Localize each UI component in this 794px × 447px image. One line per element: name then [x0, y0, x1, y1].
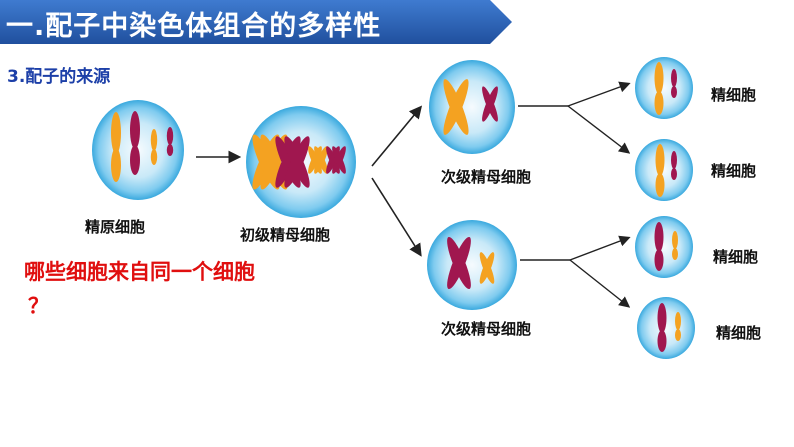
label-sperm-3: 精细胞 — [713, 248, 759, 266]
chromatid-orange-large — [111, 112, 121, 182]
question-mark: ？ — [28, 294, 49, 318]
page-title: 一.配子中染色体组合的多样性 — [6, 11, 382, 42]
bivalent-orange-small — [308, 146, 328, 174]
cell-sperm-2 — [635, 139, 693, 201]
cell-sperm-4 — [637, 297, 695, 359]
chromatid-purple-large — [130, 111, 140, 175]
label-sperm-2: 精细胞 — [711, 162, 757, 180]
title-banner — [0, 0, 512, 44]
branch-arrows-top — [518, 81, 631, 154]
label-secondary-bottom: 次级精母细胞 — [441, 320, 532, 338]
cell-sperm-1 — [635, 57, 693, 119]
chromosome-orange-x — [443, 79, 469, 135]
arrow-to-secondary-top — [371, 105, 423, 167]
label-spermatogonium: 精原细胞 — [85, 218, 146, 236]
chromosome-orange-x — [479, 252, 495, 284]
section-subtitle: 3.配子的来源 — [7, 67, 111, 87]
label-primary-spermatocyte: 初级精母细胞 — [240, 226, 331, 244]
chromatid-purple-small — [166, 127, 174, 156]
chromosome-purple-x — [482, 86, 498, 122]
bivalent-purple-large — [275, 136, 310, 188]
cell-secondary-top — [429, 60, 515, 154]
cell-sperm-3 — [635, 216, 693, 278]
arrow-to-secondary-bottom — [371, 177, 422, 257]
label-sperm-1: 精细胞 — [711, 86, 757, 104]
cell-secondary-bottom — [427, 220, 517, 310]
branch-arrows-bottom — [520, 235, 631, 308]
chromatid-orange-small — [150, 129, 158, 165]
cell-primary-spermatocyte — [246, 106, 356, 218]
chromosome-purple-x — [447, 236, 471, 290]
cell-spermatogonium — [92, 100, 184, 200]
label-secondary-top: 次级精母细胞 — [441, 168, 532, 186]
label-sperm-4: 精细胞 — [716, 324, 762, 342]
question-text: 哪些细胞来自同一个细胞 — [24, 260, 255, 284]
bivalent-purple-small — [326, 146, 346, 174]
